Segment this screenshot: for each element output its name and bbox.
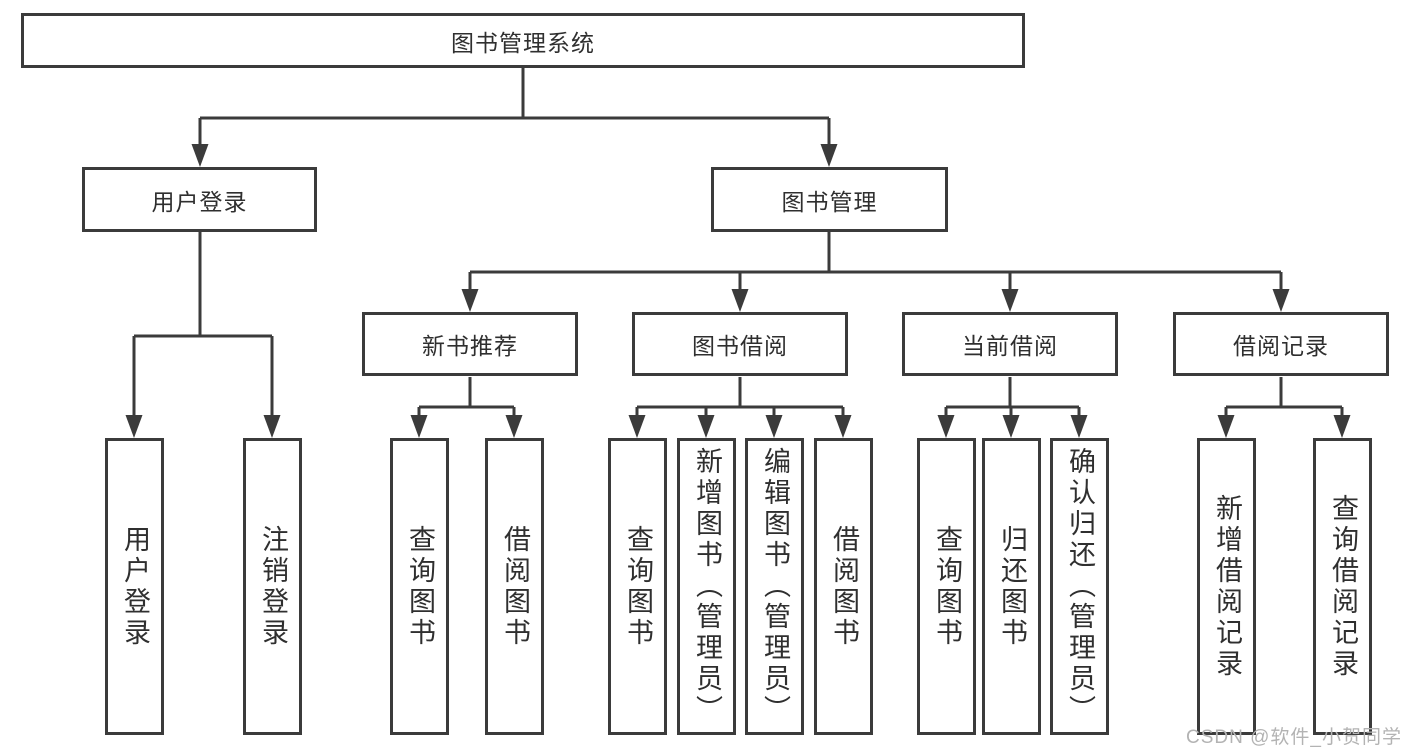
leaf-records-query-label: 查询借阅记录 — [1328, 493, 1358, 680]
node-new-books-label: 新书推荐 — [422, 333, 518, 359]
leaf-borrow-borrow-book: 借阅图书 — [814, 438, 873, 735]
leaf-borrow-add-book-label: 新增图书（管理员） — [692, 447, 722, 726]
node-borrow-records: 借阅记录 — [1173, 312, 1389, 376]
leaf-borrow-query: 查询图书 — [608, 438, 667, 735]
node-user-login-label: 用户登录 — [151, 188, 248, 215]
leaf-newbooks-borrow: 借阅图书 — [485, 438, 544, 735]
node-root: 图书管理系统 — [21, 13, 1025, 68]
node-book-borrow: 图书借阅 — [632, 312, 848, 376]
leaf-borrow-edit-book: 编辑图书（管理员） — [745, 438, 804, 735]
leaf-user-login: 用户登录 — [105, 438, 164, 735]
node-book-management: 图书管理 — [711, 167, 948, 232]
leaf-newbooks-query-label: 查询图书 — [405, 524, 435, 649]
watermark: CSDN @软件_小贺同学 — [1186, 727, 1402, 747]
node-book-borrow-label: 图书借阅 — [692, 333, 788, 359]
node-current-borrow: 当前借阅 — [902, 312, 1118, 376]
leaf-newbooks-query: 查询图书 — [390, 438, 449, 735]
leaf-records-add-label: 新增借阅记录 — [1212, 493, 1242, 680]
leaf-borrow-edit-book-label: 编辑图书（管理员） — [760, 447, 790, 726]
leaf-current-query-label: 查询图书 — [932, 524, 962, 649]
leaf-logout-label: 注销登录 — [258, 524, 288, 649]
leaf-current-confirm-return: 确认归还（管理员） — [1050, 438, 1109, 735]
leaf-user-login-label: 用户登录 — [120, 524, 150, 649]
node-book-management-label: 图书管理 — [781, 188, 878, 215]
leaf-records-add: 新增借阅记录 — [1197, 438, 1256, 735]
node-borrow-records-label: 借阅记录 — [1233, 333, 1329, 359]
leaf-borrow-query-label: 查询图书 — [623, 524, 653, 649]
node-new-books: 新书推荐 — [362, 312, 578, 376]
node-root-label: 图书管理系统 — [451, 29, 595, 56]
leaf-newbooks-borrow-label: 借阅图书 — [500, 524, 530, 649]
leaf-current-confirm-return-label: 确认归还（管理员） — [1065, 447, 1095, 726]
leaf-borrow-borrow-book-label: 借阅图书 — [829, 524, 859, 649]
leaf-current-return-label: 归还图书 — [997, 524, 1027, 649]
node-user-login: 用户登录 — [82, 167, 317, 232]
leaf-current-query: 查询图书 — [917, 438, 976, 735]
leaf-records-query: 查询借阅记录 — [1313, 438, 1372, 735]
leaf-logout: 注销登录 — [243, 438, 302, 735]
node-current-borrow-label: 当前借阅 — [962, 333, 1058, 359]
leaf-current-return: 归还图书 — [982, 438, 1041, 735]
leaf-borrow-add-book: 新增图书（管理员） — [677, 438, 736, 735]
